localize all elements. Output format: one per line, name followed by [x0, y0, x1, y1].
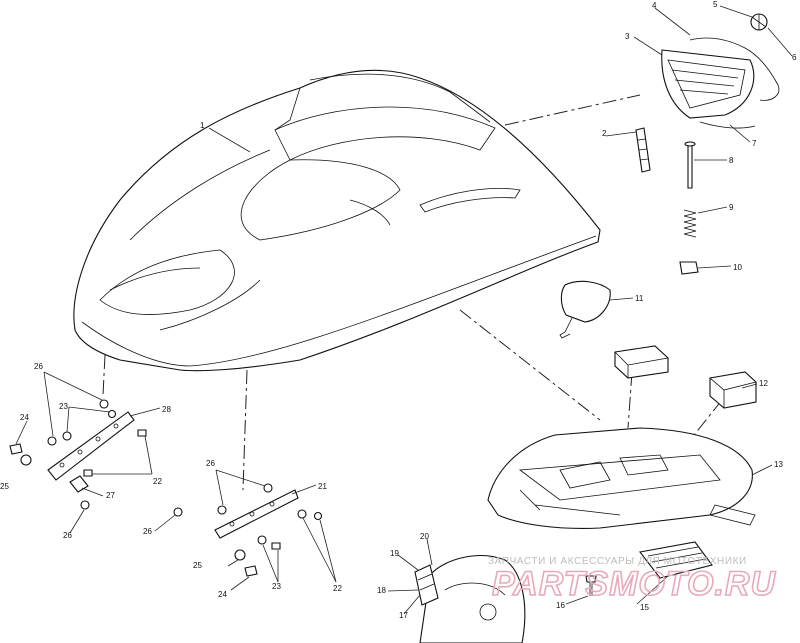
- callout-24-right: 24: [218, 590, 227, 599]
- rod: [684, 141, 696, 189]
- lower-nose: [414, 555, 526, 643]
- callout-12: 12: [759, 379, 768, 388]
- callout-10: 10: [733, 263, 742, 272]
- grille: [639, 541, 713, 579]
- callout-5: 5: [713, 0, 718, 9]
- callout-17: 17: [399, 611, 408, 620]
- callout-28: 28: [162, 405, 171, 414]
- leader-lines: [15, 5, 793, 615]
- callout-19: 19: [390, 549, 399, 558]
- callout-23-left: 23: [59, 402, 68, 411]
- callout-18: 18: [377, 586, 386, 595]
- callout-26-mid: 26: [143, 527, 152, 536]
- callout-26-right: 26: [206, 459, 215, 468]
- callout-labels: 1 2 3 4 5 6 7 8 9 10 11 12 13 15 16 17 1…: [0, 0, 797, 620]
- callout-24-left: 24: [20, 413, 29, 422]
- callout-21: 21: [318, 482, 327, 491]
- callout-13: 13: [774, 460, 783, 469]
- headlight-assembly: [661, 13, 780, 129]
- callout-20: 20: [420, 532, 429, 541]
- assembly-lines: [102, 94, 723, 491]
- callout-1: 1: [200, 121, 205, 130]
- callout-11: 11: [635, 294, 644, 303]
- callout-27: 27: [106, 491, 115, 500]
- spring: [683, 209, 697, 238]
- pad-upper: [614, 345, 669, 379]
- callout-7: 7: [752, 139, 757, 148]
- nut: [679, 261, 699, 275]
- callout-25-left: 25: [0, 482, 9, 491]
- callout-3: 3: [625, 32, 630, 41]
- hood: [73, 69, 601, 372]
- mirror: [559, 280, 611, 339]
- watermark: ЗАПЧАСТИ И АКСЕССУАРЫ ДЛЯ МОТОТЕХНИКИ PA…: [488, 556, 776, 604]
- belly-pan: [487, 427, 756, 529]
- strap: [635, 127, 651, 173]
- callout-4: 4: [652, 1, 657, 10]
- screw: [585, 575, 597, 596]
- callout-22-right: 22: [333, 584, 342, 593]
- callout-26-bottom: 26: [63, 531, 72, 540]
- callout-25-right: 25: [193, 561, 202, 570]
- callout-22-left: 22: [153, 477, 162, 486]
- watermark-logo: PARTSMOTO.RU: [492, 565, 776, 603]
- callout-16: 16: [556, 601, 565, 610]
- bracket-left: [9, 399, 147, 510]
- bracket-right: [173, 483, 323, 577]
- callout-2: 2: [602, 129, 607, 138]
- callout-23-right: 23: [272, 582, 281, 591]
- callout-26-top: 26: [34, 362, 43, 371]
- callout-6: 6: [792, 53, 797, 62]
- pad-lower: [709, 371, 757, 409]
- callout-15: 15: [640, 603, 649, 612]
- callout-8: 8: [729, 156, 734, 165]
- callout-9: 9: [729, 203, 734, 212]
- watermark-text: ЗАПЧАСТИ И АКСЕССУАРЫ ДЛЯ МОТОТЕХНИКИ: [488, 556, 747, 567]
